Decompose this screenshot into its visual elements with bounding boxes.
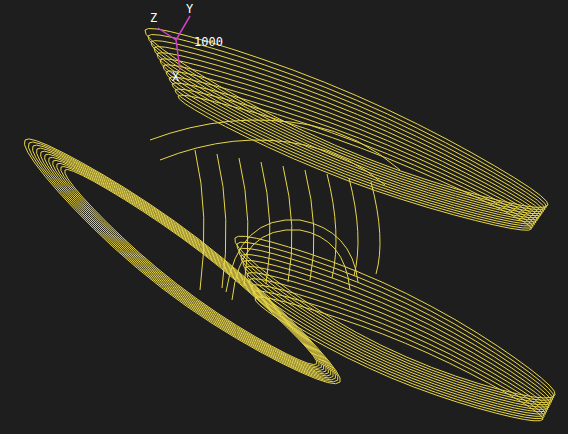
contour-curve [245,267,549,410]
contour-curve [327,174,336,278]
contour-curve [45,154,329,374]
axis-label: Z [150,12,157,25]
contour-curve [217,154,226,288]
contour-curve [305,170,314,280]
contour-curve [49,157,326,372]
contour-curve [239,158,248,286]
contour-curve [37,148,333,378]
contour-curve [166,71,538,222]
axis-triad [158,16,190,70]
contour-curve [253,291,544,419]
contour-curve [243,261,550,408]
contour-curve [160,140,385,185]
contour-curve [33,145,336,380]
contour-curve [255,297,543,421]
contour-curve [151,41,545,212]
contour-curve [150,120,400,170]
z-axis [158,28,176,40]
contour-curve [226,220,358,292]
axis-label: X [172,71,179,84]
contour-curve [232,230,350,300]
x-axis [176,40,180,70]
y-axis [176,16,190,40]
wireframe-curves [25,29,556,421]
contour-curve [195,150,204,290]
contour-curve [175,89,533,228]
contour-curve [283,166,292,282]
contour-curve [57,163,322,368]
axis-label: Y [186,3,193,16]
contour-curve [53,160,324,370]
scale-value: 1000 [194,36,223,49]
contour-curve [371,182,380,274]
contour-curve [148,35,547,210]
contour-curve [178,95,532,230]
contour-curve [261,162,270,284]
contour-curve [25,139,341,384]
contour-curve [29,142,338,382]
